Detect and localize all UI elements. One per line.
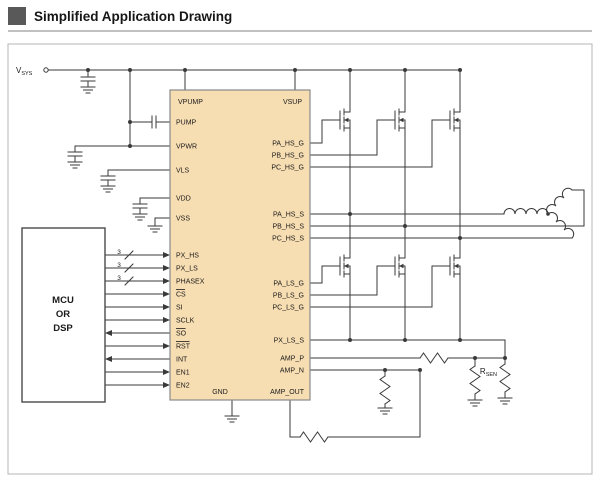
vsys-label: VSYS bbox=[16, 66, 33, 77]
arrow-right-icon bbox=[163, 382, 170, 388]
pin-label-vpump: VPUMP bbox=[178, 99, 203, 106]
pin-label-px-ls: PX_LS bbox=[176, 266, 198, 273]
vsys-terminal: VSYS bbox=[16, 66, 49, 77]
arrow-left-icon bbox=[105, 330, 112, 336]
pin-label-amp-p: AMP_P bbox=[280, 356, 304, 363]
ic-body: VPUMP VSUP PUMP VPWR VLS VDD VSS PX_HS P… bbox=[169, 89, 311, 401]
ic-package bbox=[169, 89, 311, 401]
pin-label-pump: PUMP bbox=[176, 120, 197, 127]
pin-label-pb-hs-s: PB_HS_S bbox=[272, 224, 304, 231]
pin-label-vls: VLS bbox=[176, 168, 190, 175]
bus-width-label: 3 bbox=[117, 262, 121, 269]
pin-label-pb-hs-g: PB_HS_G bbox=[272, 153, 304, 160]
wires bbox=[47, 69, 585, 438]
header-bullet-square bbox=[8, 7, 26, 25]
motor-center-junction bbox=[546, 212, 550, 216]
pin-label-amp-out: AMP_OUT bbox=[270, 389, 305, 396]
pin-label-vss: VSS bbox=[176, 216, 190, 223]
phase-wires bbox=[309, 189, 585, 239]
pin-label-gnd: GND bbox=[212, 389, 228, 396]
pin-label-pa-ls-g: PA_LS_G bbox=[273, 281, 304, 288]
pin-label-pc-ls-g: PC_LS_G bbox=[272, 305, 304, 312]
page-title: Simplified Application Drawing bbox=[34, 9, 232, 24]
bus-width-labels: 3 3 3 bbox=[117, 249, 121, 282]
rsen-text: RSEN bbox=[480, 367, 497, 378]
pin-label-so: SO bbox=[176, 331, 187, 338]
mcu-label-line1: MCU bbox=[52, 295, 74, 306]
pin-label-int: INT bbox=[176, 357, 188, 364]
terminal-circle-icon bbox=[43, 67, 49, 73]
pin-label-vdd: VDD bbox=[176, 196, 191, 203]
mcu-label-line2: OR bbox=[56, 309, 70, 320]
pin-label-px-hs: PX_HS bbox=[176, 253, 199, 260]
mcu-label-line3: DSP bbox=[53, 323, 73, 334]
sense-wires bbox=[231, 339, 506, 438]
pin-label-sclk: SCLK bbox=[176, 318, 195, 325]
arrow-right-icon bbox=[163, 343, 170, 349]
pin-label-vsup: VSUP bbox=[283, 99, 302, 106]
vsys-label-main: V bbox=[16, 66, 22, 75]
pin-label-en1: EN1 bbox=[176, 370, 190, 377]
pin-label-pb-ls-g: PB_LS_G bbox=[273, 293, 304, 300]
pin-label-cs: CS bbox=[176, 292, 186, 299]
bus-width-label: 3 bbox=[117, 275, 121, 282]
pin-label-amp-n: AMP_N bbox=[280, 368, 304, 375]
arrow-right-icon bbox=[163, 304, 170, 310]
bus-width-label: 3 bbox=[117, 249, 121, 256]
arrow-right-icon bbox=[163, 252, 170, 258]
pin-label-si: SI bbox=[176, 305, 183, 312]
bus-slashes bbox=[124, 250, 134, 286]
signal-arrows bbox=[105, 252, 170, 388]
junction-dots bbox=[86, 68, 507, 372]
arrow-right-icon bbox=[163, 278, 170, 284]
pin-label-rst: RST bbox=[176, 344, 191, 351]
pin-label-pa-hs-s: PA_HS_S bbox=[273, 212, 304, 219]
pin-label-pc-hs-s: PC_HS_S bbox=[272, 236, 304, 243]
mcu-body bbox=[21, 227, 106, 403]
supply-wires bbox=[47, 69, 461, 227]
header: Simplified Application Drawing bbox=[8, 7, 592, 32]
bridge-wires bbox=[309, 69, 461, 341]
arrow-right-icon bbox=[163, 317, 170, 323]
motor bbox=[503, 185, 577, 239]
pin-label-pa-hs-g: PA_HS_G bbox=[272, 141, 304, 148]
rsen-label: RSEN bbox=[480, 367, 497, 378]
vsys-label-sub: SYS bbox=[21, 71, 32, 77]
mcu-box: MCU OR DSP bbox=[21, 227, 106, 403]
arrow-right-icon bbox=[163, 291, 170, 297]
arrow-right-icon bbox=[163, 265, 170, 271]
arrow-right-icon bbox=[163, 369, 170, 375]
pin-label-phasex: PHASEX bbox=[176, 279, 205, 286]
arrow-left-icon bbox=[105, 356, 112, 362]
mcu-signal-wires bbox=[104, 254, 171, 386]
pin-label-px-ls-s: PX_LS_S bbox=[274, 338, 305, 345]
rsen-text-main: R bbox=[480, 367, 486, 376]
rsen-text-sub: SEN bbox=[486, 372, 497, 378]
pin-label-en2: EN2 bbox=[176, 383, 190, 390]
pin-label-vpwr: VPWR bbox=[176, 144, 197, 151]
pin-label-pc-hs-g: PC_HS_G bbox=[271, 165, 304, 172]
